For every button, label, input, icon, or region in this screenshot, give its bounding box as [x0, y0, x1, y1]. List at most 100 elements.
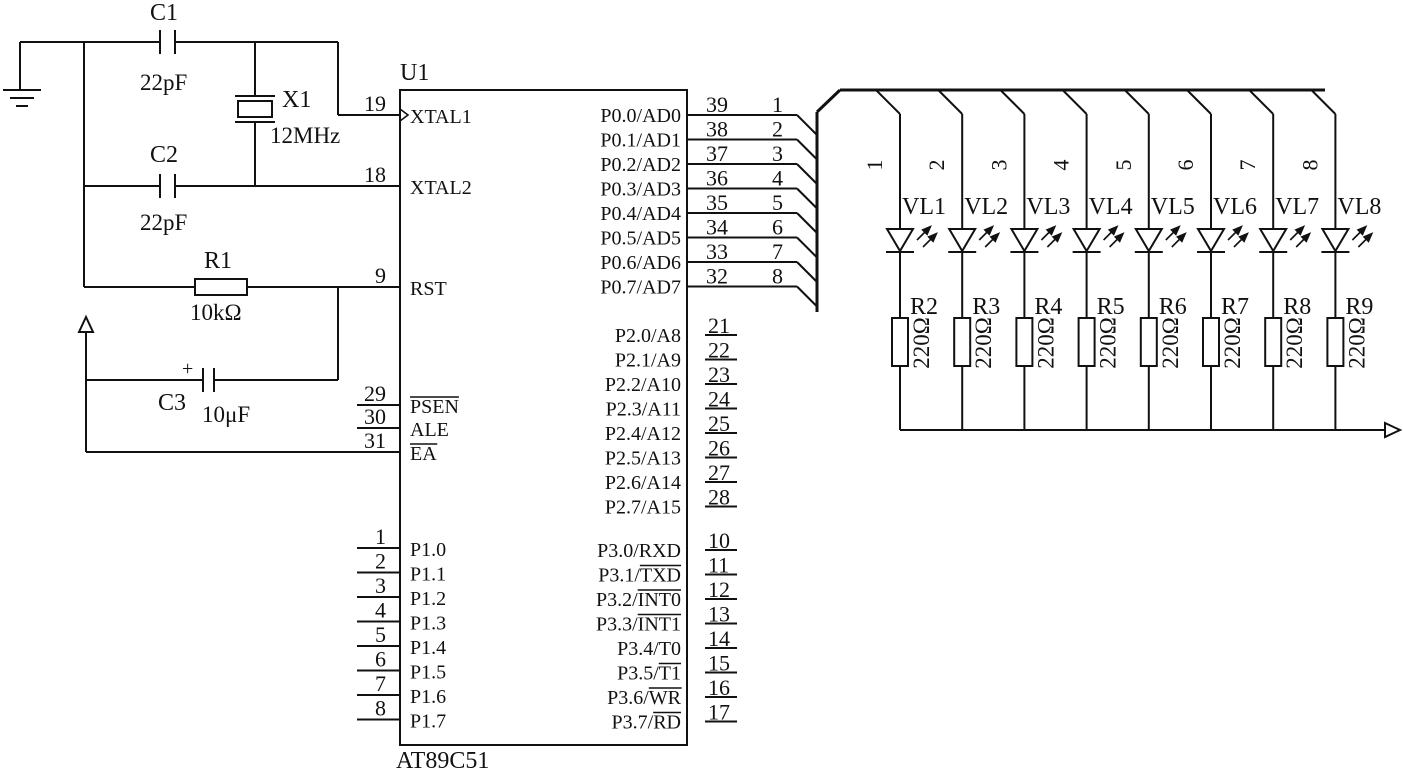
light-ray-icon: [1362, 232, 1374, 243]
pin-name-P2.6-A14: P2.6/A14: [605, 472, 681, 494]
resistor-value-R7: 220Ω: [1220, 317, 1245, 369]
bus-entry: [796, 285, 818, 308]
resistor-R6: [1139, 317, 1158, 367]
oscillator-reset-wiring: [3, 30, 400, 453]
bus-net-number-1: 1: [772, 92, 783, 117]
led-ref-VL1: VL1: [902, 194, 946, 220]
bus-entry: [875, 89, 901, 115]
light-ray-icon: [1113, 232, 1125, 243]
resistor-value-R9: 220Ω: [1344, 317, 1369, 369]
led-net-number-4: 4: [1049, 160, 1074, 171]
led-net-number-8: 8: [1297, 160, 1322, 171]
pin-name-P3.2-INT0: P3.2/INT0: [596, 589, 681, 611]
c2-value-label: 22pF: [140, 210, 187, 235]
bus-entry: [796, 212, 818, 234]
light-ray-icon: [1107, 225, 1119, 236]
resistor-ref-R4: R4: [1034, 294, 1062, 320]
bus-net-number-6: 6: [772, 215, 783, 240]
left-pins: 19XTAL118XTAL29RST29PSEN30ALE31EA1P1.02P…: [357, 91, 472, 733]
pin-name-P2.1-A9: P2.1/A9: [615, 350, 681, 372]
resistor-R3: [953, 317, 972, 367]
pin-name-P1.5: P1.5: [410, 662, 446, 684]
pin-number-7: 7: [375, 671, 386, 696]
pin-number-6: 6: [375, 647, 386, 672]
c1-ref-label: C1: [150, 0, 178, 26]
bus-entry: [796, 138, 818, 161]
pin-number-12: 12: [708, 577, 730, 602]
pin-name-P3.1-TXD: P3.1/TXD: [598, 565, 681, 587]
pin-name-P0.6-AD6: P0.6/AD6: [600, 252, 681, 274]
led-diode-icon: [1071, 228, 1102, 253]
pin-number-4: 4: [375, 598, 386, 623]
pin-name-P3.5-T1: P3.5/T1: [617, 663, 681, 685]
pin-name-P0.1-AD1: P0.1/AD1: [600, 130, 681, 152]
r1-ref-label: R1: [204, 248, 232, 274]
pin-name-ALE: ALE: [410, 419, 449, 441]
pin-name-PSEN: PSEN: [410, 396, 459, 418]
pin-number-22: 22: [708, 338, 730, 363]
pin-name-P1.6: P1.6: [410, 686, 446, 708]
resistor-ref-R8: R8: [1283, 294, 1311, 320]
resistor-ref-R7: R7: [1221, 294, 1249, 320]
pin-number-34: 34: [706, 215, 728, 240]
bus-entry: [796, 163, 818, 185]
led-ref-VL8: VL8: [1337, 194, 1381, 220]
pin-name-P3.6-WR: P3.6/WR: [607, 687, 682, 709]
c3-ref-label: C3: [158, 390, 186, 416]
x1-value-label: 12MHz: [270, 123, 340, 148]
bus-net-number-5: 5: [772, 190, 783, 215]
chip-part-label: AT89C51: [396, 748, 489, 770]
light-ray-icon: [983, 225, 995, 236]
pin-number-2: 2: [375, 549, 386, 574]
resistor-ref-R6: R6: [1159, 294, 1187, 320]
light-ray-icon: [989, 232, 1001, 243]
resistor-value-R8: 220Ω: [1282, 317, 1307, 369]
resistor-ref-R9: R9: [1345, 294, 1373, 320]
pin-number-38: 38: [706, 117, 728, 142]
chip-ref-label: U1: [400, 60, 429, 86]
pin-name-EA: EA: [410, 443, 437, 465]
pin-name-P0.3-AD3: P0.3/AD3: [600, 179, 681, 201]
pin-number-25: 25: [708, 411, 730, 436]
pin-name-P1.2: P1.2: [410, 588, 446, 610]
pin-number-13: 13: [708, 602, 730, 627]
light-ray-icon: [1045, 225, 1057, 236]
pin-number-18: 18: [364, 162, 386, 187]
c1-value-label: 22pF: [140, 70, 187, 95]
led-net-number-5: 5: [1111, 160, 1136, 171]
chip-body: [399, 89, 688, 746]
bus-net-number-7: 7: [772, 239, 783, 264]
pin-name-XTAL1: XTAL1: [410, 106, 472, 128]
bus-entry: [1124, 89, 1150, 115]
pin-number-26: 26: [708, 436, 730, 461]
resistor-r1: [194, 278, 248, 296]
ground-symbol: [3, 42, 41, 107]
pin-number-36: 36: [706, 166, 728, 191]
capacitor-c3: [202, 368, 215, 392]
bus-entry: [796, 236, 818, 259]
bus-entry: [1310, 89, 1337, 115]
resistor-value-R3: 220Ω: [971, 317, 996, 369]
capacitor-c1: [159, 30, 176, 54]
led-ref-VL2: VL2: [964, 194, 1008, 220]
resistor-value-R5: 220Ω: [1096, 317, 1121, 369]
pin-number-8: 8: [375, 696, 386, 721]
pin-number-15: 15: [708, 651, 730, 676]
bus-net-number-8: 8: [772, 264, 783, 289]
power-arrow-icon: [77, 314, 95, 333]
pin-number-19: 19: [364, 91, 386, 116]
pin-number-10: 10: [708, 528, 730, 553]
c3-value-label: 10μF: [202, 402, 250, 427]
led-diode-icon: [1258, 228, 1288, 253]
led-net-number-7: 7: [1235, 160, 1260, 171]
c2-ref-label: C2: [150, 142, 178, 168]
ground-arrow-icon: [1384, 421, 1403, 439]
resistor-R9: [1326, 317, 1345, 367]
pin-name-P0.0-AD0: P0.0/AD0: [600, 105, 681, 127]
pin-name-P1.7: P1.7: [410, 711, 446, 733]
